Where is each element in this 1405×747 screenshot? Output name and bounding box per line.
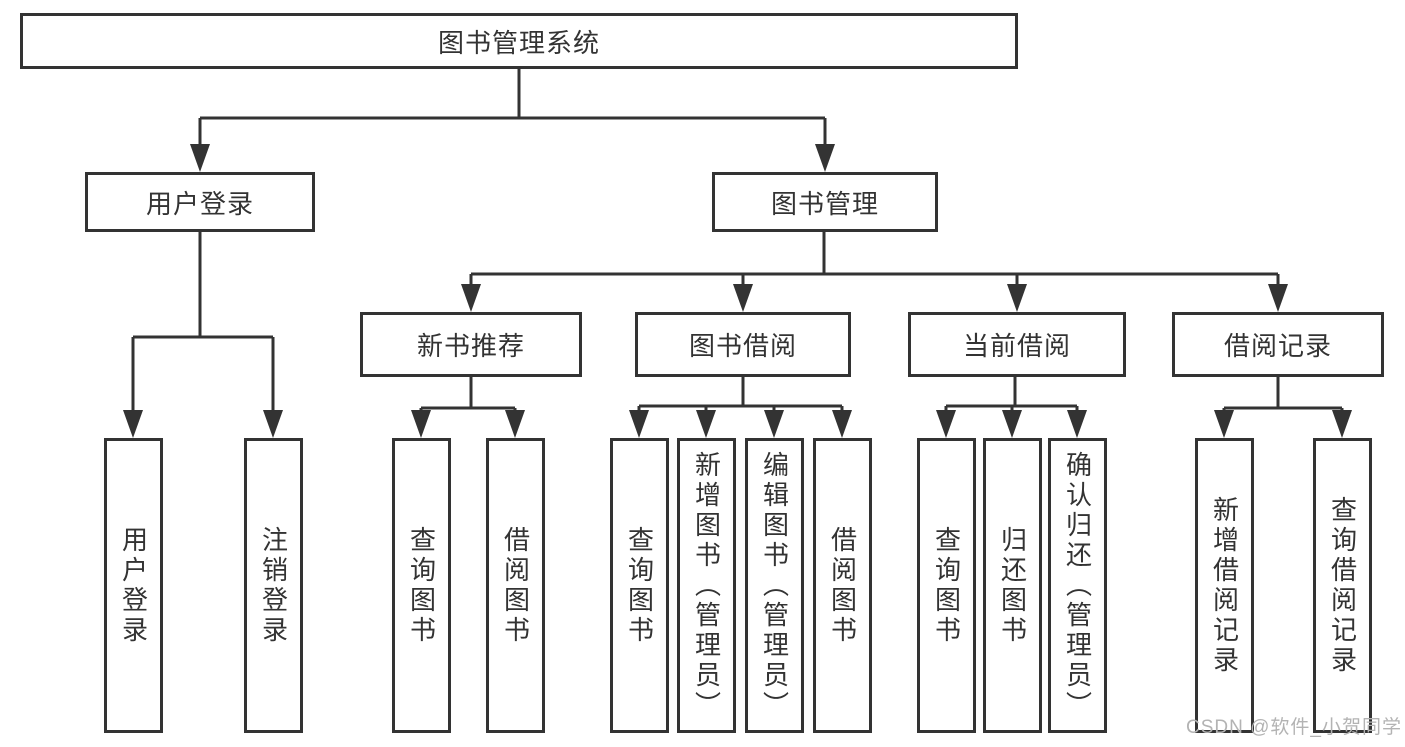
node-label: 新增图书（管理员） [691, 450, 722, 721]
node-label: 注销登录 [258, 525, 289, 646]
node-borrowing-records: 借阅记录 [1172, 312, 1384, 377]
node-label: 确认归还（管理员） [1062, 450, 1093, 721]
node-library-management-system: 图书管理系统 [20, 13, 1018, 69]
node-label: 借阅图书 [500, 525, 531, 646]
leaf-add-book-admin: 新增图书（管理员） [677, 438, 736, 733]
node-label: 查询图书 [931, 525, 962, 646]
leaf-user-login: 用户登录 [104, 438, 163, 733]
csdn-watermark: CSDN @软件_小贺同学 [1186, 717, 1402, 738]
leaf-edit-book-admin: 编辑图书（管理员） [745, 438, 804, 733]
leaf-query-books-recommend: 查询图书 [392, 438, 451, 733]
node-label: 图书管理 [770, 188, 879, 219]
leaf-confirm-return-admin: 确认归还（管理员） [1048, 438, 1107, 733]
node-label: 借阅图书 [827, 525, 858, 646]
node-label: 查询图书 [406, 525, 437, 646]
node-label: 查询图书 [624, 525, 655, 646]
node-label: 借阅记录 [1223, 331, 1332, 361]
leaf-add-borrow-record: 新增借阅记录 [1195, 438, 1254, 733]
node-label: 查询借阅记录 [1327, 495, 1358, 676]
leaf-query-borrow-record: 查询借阅记录 [1313, 438, 1372, 733]
node-label: 用户登录 [145, 188, 254, 219]
leaf-borrow-books: 借阅图书 [813, 438, 872, 733]
leaf-query-books-current: 查询图书 [917, 438, 976, 733]
node-label: 当前借阅 [962, 331, 1071, 361]
leaf-borrow-books-recommend: 借阅图书 [486, 438, 545, 733]
node-book-management: 图书管理 [712, 172, 938, 232]
leaf-query-books-borrowing: 查询图书 [610, 438, 669, 733]
node-label: 图书管理系统 [437, 27, 600, 58]
node-label: 用户登录 [118, 525, 149, 646]
leaf-return-books: 归还图书 [983, 438, 1042, 733]
node-label: 编辑图书（管理员） [759, 450, 790, 721]
node-user-login: 用户登录 [85, 172, 315, 232]
node-current-borrowing: 当前借阅 [908, 312, 1126, 377]
node-label: 新增借阅记录 [1209, 495, 1240, 676]
node-label: 归还图书 [997, 525, 1028, 646]
node-book-borrowing: 图书借阅 [635, 312, 851, 377]
node-label: 新书推荐 [416, 331, 525, 361]
leaf-logout: 注销登录 [244, 438, 303, 733]
node-new-book-recommend: 新书推荐 [360, 312, 582, 377]
node-label: 图书借阅 [688, 331, 797, 361]
